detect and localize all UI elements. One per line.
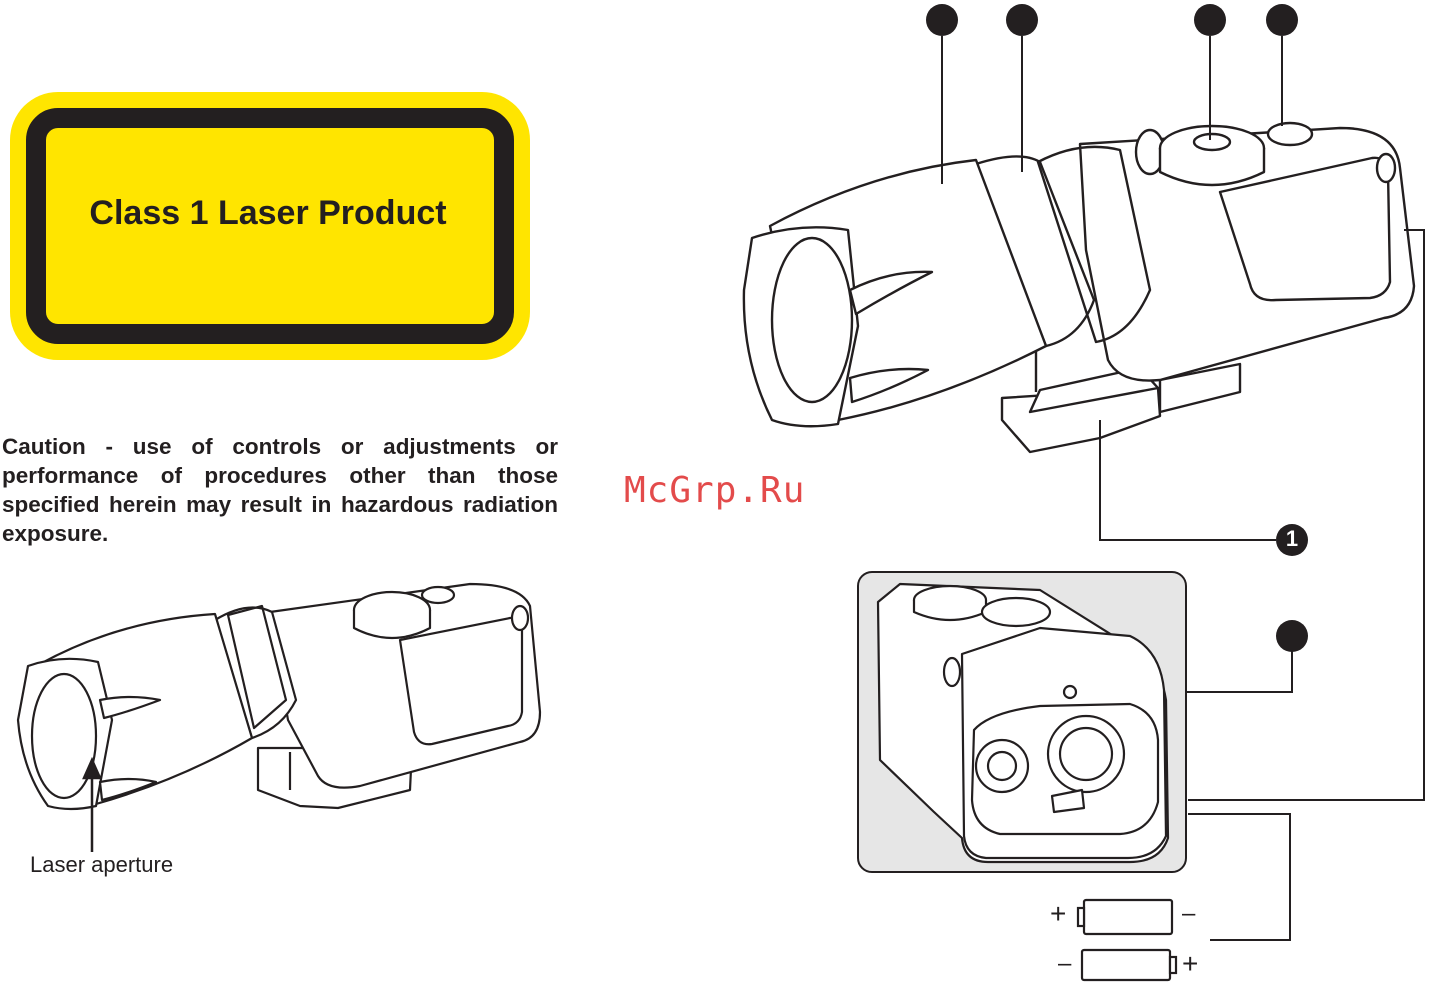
battery-bottom-plus: +	[1182, 948, 1198, 980]
callout-number-mount: 1	[1282, 526, 1302, 552]
battery-top-plus: +	[1050, 898, 1066, 930]
caution-text: Caution - use of controls or adjustments…	[2, 432, 558, 548]
battery-bottom	[1082, 950, 1176, 980]
battery-top	[1078, 900, 1172, 934]
watermark: McGrp.Ru	[624, 470, 805, 511]
laser-aperture-label: Laser aperture	[30, 852, 173, 878]
rear-view-inset	[858, 572, 1186, 872]
battery-bottom-minus: –	[1058, 950, 1071, 978]
battery-top-minus: –	[1182, 900, 1195, 928]
laser-class-label: Class 1 Laser Product	[52, 194, 484, 233]
illuminator-large-view	[744, 123, 1414, 452]
